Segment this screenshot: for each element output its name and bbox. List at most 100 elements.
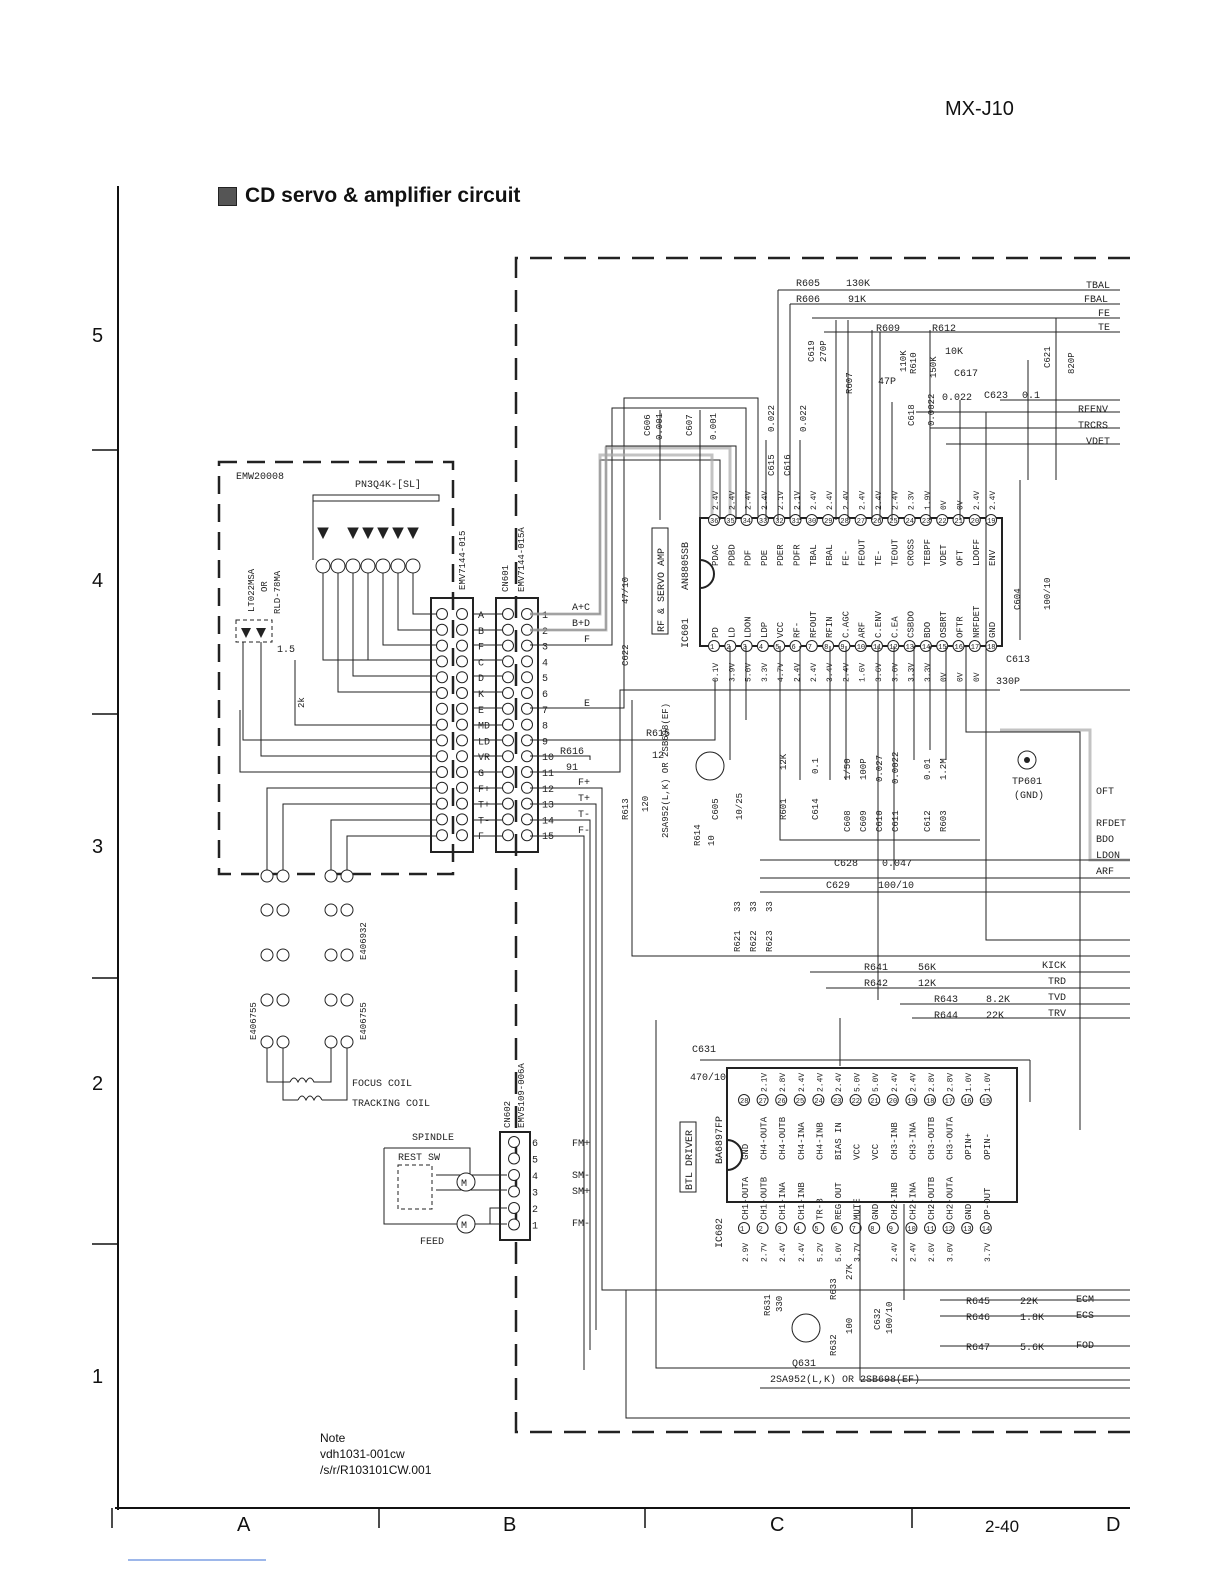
pickup-pin-label: K — [478, 690, 484, 701]
pickup-pin-socket — [456, 797, 468, 810]
ic602-pin-name: CH3-OUTA — [946, 1116, 956, 1160]
ic602-pin-name: CH3-OUTB — [927, 1116, 937, 1160]
ic601-pin-number: 1 — [710, 644, 714, 652]
ic602-pin-name: REG OUT — [834, 1182, 844, 1220]
ic601-pin-voltage: 3.6V — [891, 663, 900, 682]
ic602-pin-name: CH2-OUTB — [927, 1176, 937, 1220]
ic601-pin-name: PDFR — [793, 544, 803, 566]
c613-label: C613 — [1006, 655, 1030, 666]
c621-value: 820P — [1067, 352, 1077, 374]
ic602-pin-name: CH1-INB — [797, 1182, 807, 1220]
ic602-pin — [738, 1222, 750, 1234]
ic601-top-pins: 36PDAC2.4V35PDBD2.4V34PDF2.4V33PDE2.4V32… — [708, 491, 998, 566]
tracking-coil-label: TRACKING COIL — [352, 1099, 430, 1110]
ic601-pin-number: 23 — [922, 518, 930, 526]
r644-value: 22K — [986, 1011, 1004, 1022]
ic602-pin-name: CH2-OUTA — [946, 1176, 956, 1220]
pickup-pin-label: D — [478, 674, 484, 685]
r605-value: 130K — [846, 279, 870, 290]
ic601-pin-name: FE- — [841, 550, 851, 566]
c619-value: 270P — [819, 340, 829, 362]
tp601-label: TP601 — [1012, 777, 1042, 788]
ic601-pin-number: 26 — [873, 518, 881, 526]
pickup-pin-label: E — [478, 706, 484, 717]
r606-value: 91K — [848, 295, 866, 306]
ic602-pin — [961, 1222, 974, 1234]
ic601-pin-name: OFT — [956, 549, 966, 566]
ic601-pin-name: BDO — [923, 622, 933, 638]
tp601-gnd: (GND) — [1014, 790, 1044, 802]
model-number: MX-J10 — [945, 98, 1014, 120]
cn601-pin-number: 12 — [542, 785, 554, 796]
ic602-pin — [942, 1222, 955, 1234]
c611-label: C611 — [891, 810, 901, 832]
ic601-pin-voltage: 2.4V — [745, 491, 754, 510]
r646-label: R646 — [966, 1313, 990, 1324]
ic602-pin-number: 11 — [926, 1226, 934, 1234]
ic602-pin — [831, 1094, 843, 1106]
ic602-pin-name: CH4-INA — [797, 1122, 807, 1160]
cn601-pin-socket — [502, 766, 514, 778]
ic601-notch — [699, 559, 715, 589]
c606-value: 0.001 — [655, 413, 665, 440]
ic601-pin-voltage: 2.4V — [712, 491, 721, 510]
svg-text:M: M — [461, 1221, 467, 1232]
cn601-pin-number: 14 — [542, 816, 554, 827]
r622-label: R622 — [749, 930, 759, 952]
ic601-pin-number: 17 — [971, 644, 979, 652]
pickup-pin-socket — [456, 623, 468, 636]
ic601-pin-name: RFIN — [825, 616, 835, 638]
pickup-pin-label: C — [478, 658, 484, 669]
ic601-pin-name: TE- — [874, 550, 884, 566]
pickup-pin-socket — [456, 687, 468, 699]
r612-label: R612 — [932, 324, 956, 335]
cn601-pin-number: 9 — [542, 737, 548, 748]
c608-label: C608 — [843, 810, 853, 832]
ic601-pin — [838, 640, 851, 652]
ic601-pin-number: 34 — [743, 518, 751, 526]
ic602-pin-voltage: 2.4V — [891, 1243, 900, 1262]
pickup-pin-socket — [456, 813, 468, 826]
ic601-pin-name: ARF — [858, 622, 868, 638]
cn602-sig-smplus: SM+ — [572, 1187, 590, 1198]
spindle-motor-icon — [456, 1172, 476, 1192]
ic602-pin-number: 12 — [945, 1226, 953, 1234]
ic602-pin-voltage: 2.6V — [928, 1243, 937, 1262]
pickup-pin-socket — [436, 671, 448, 684]
cn601-pin-socket — [521, 655, 533, 668]
cn601-pin-socket — [521, 687, 533, 699]
section-title-row: CD servo & amplifier circuit — [218, 184, 520, 208]
ic601-pin-number: 2 — [726, 644, 730, 652]
right-signal-label: FBAL — [1084, 295, 1108, 306]
r615-value: 12 — [652, 751, 664, 762]
cn602-sig-fmminus: FM- — [572, 1219, 590, 1230]
c622-label: C622 — [621, 644, 631, 666]
pickup-pin-socket — [436, 608, 448, 620]
r613-value: 120 — [641, 796, 651, 812]
ic601-pin-number: 36 — [710, 518, 718, 526]
column-label-d: D — [1106, 1514, 1121, 1536]
spindle-label: SPINDLE — [412, 1133, 454, 1144]
ic601-pin-name: VCC — [776, 621, 786, 638]
c617-label: C617 — [954, 369, 978, 380]
c606-label: C606 — [643, 414, 653, 436]
ic601-pin-number: 16 — [955, 644, 963, 652]
c608-value: 1/50 — [843, 758, 853, 780]
pickup-pin-label: T- — [478, 816, 490, 827]
ic601-pin-voltage: 2.4V — [761, 491, 770, 510]
ic601-pin-number: 33 — [759, 518, 767, 526]
c604-value: 100/10 — [1043, 578, 1053, 610]
c610-value: 0.027 — [875, 755, 885, 782]
c622-value: 47/10 — [621, 577, 631, 604]
ic602-pin — [905, 1222, 918, 1234]
ic602-pin-number: 23 — [833, 1098, 841, 1106]
ic601-pin — [919, 514, 932, 526]
ic601-pin-name: PDE — [760, 550, 770, 566]
cn601-pin-number: 13 — [542, 801, 554, 812]
ic601-pin-voltage: 2.4V — [794, 663, 803, 682]
pickup-pin-socket — [456, 766, 468, 778]
cn602-pin-socket — [508, 1218, 520, 1231]
ic602-pin-name: OPIN+ — [964, 1133, 974, 1160]
r643-label: R643 — [934, 995, 958, 1006]
ic601-pin-name: FEOUT — [858, 538, 868, 566]
